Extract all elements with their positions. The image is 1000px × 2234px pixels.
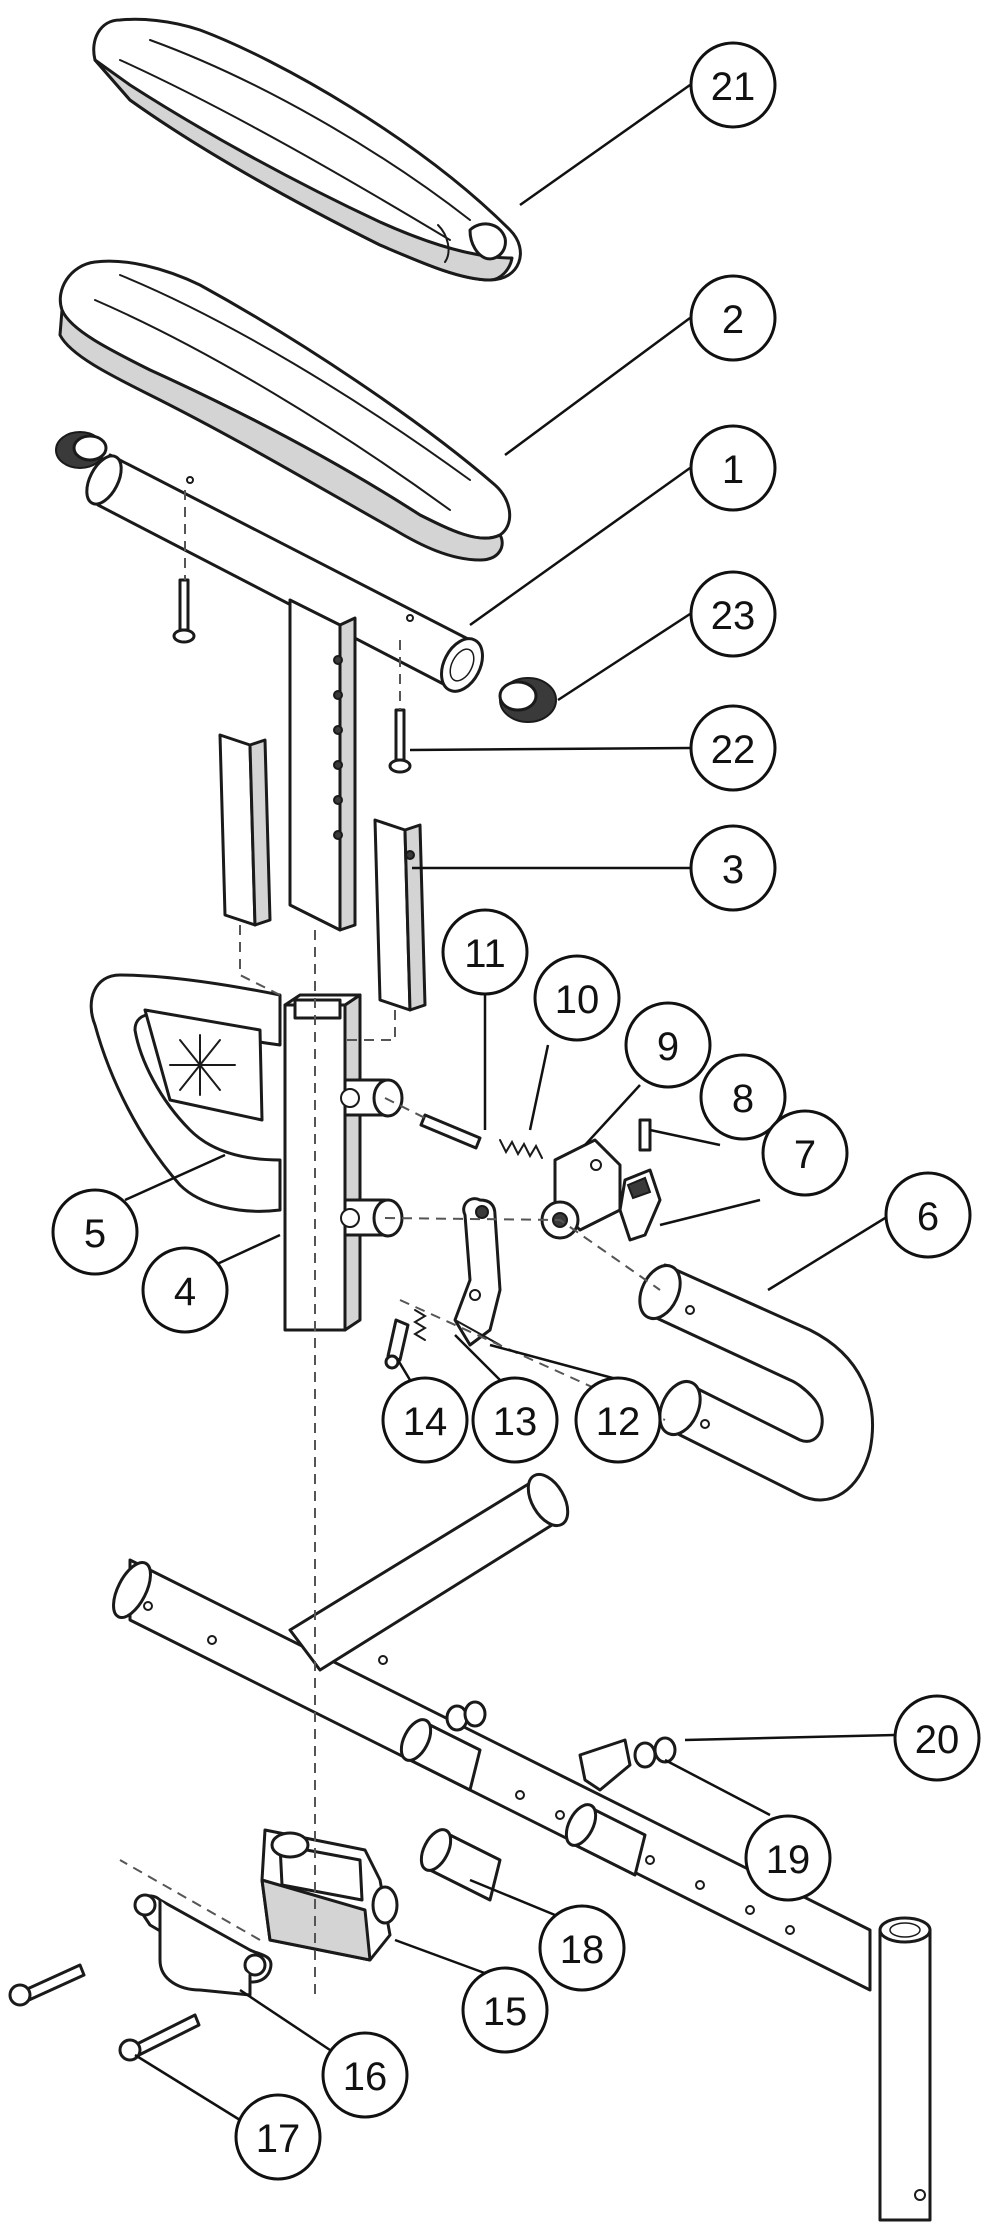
part-22-screws bbox=[172, 578, 412, 774]
part-12-lever bbox=[453, 1197, 502, 1347]
callout-20: 20 bbox=[893, 1694, 981, 1782]
callout-18-label: 18 bbox=[560, 1928, 605, 1972]
callout-13: 13 bbox=[471, 1376, 559, 1464]
callout-20-label: 20 bbox=[915, 1718, 960, 1762]
part-5-side-panel bbox=[89, 973, 282, 1213]
part-20-19-nuts-washers bbox=[445, 1700, 677, 1792]
callout-19: 19 bbox=[744, 1814, 832, 1902]
callout-16-label: 16 bbox=[343, 2055, 388, 2099]
callout-22-label: 22 bbox=[711, 728, 756, 772]
part-23-end-cap-right bbox=[498, 677, 557, 723]
callout-4-label: 4 bbox=[174, 1270, 196, 1314]
arm-post-insert bbox=[288, 598, 357, 932]
callout-10-label: 10 bbox=[555, 978, 600, 1022]
callout-21: 21 bbox=[689, 41, 777, 129]
part-11-pin bbox=[419, 1113, 482, 1150]
part-10-spring bbox=[499, 1139, 543, 1159]
part-9-lock-housing bbox=[540, 1138, 622, 1240]
callout-8: 8 bbox=[699, 1053, 787, 1141]
frame-cross-tube bbox=[288, 1472, 570, 1672]
callout-14-label: 14 bbox=[403, 1400, 448, 1444]
callout-17-label: 17 bbox=[256, 2117, 301, 2161]
callout-17: 17 bbox=[234, 2093, 322, 2181]
callout-9-label: 9 bbox=[657, 1025, 679, 1069]
callout-11-label: 11 bbox=[464, 932, 506, 976]
callout-5: 5 bbox=[51, 1188, 139, 1276]
part-6-u-tube bbox=[638, 1263, 874, 1502]
callout-3-label: 3 bbox=[722, 848, 744, 892]
part-14-pin bbox=[384, 1318, 410, 1370]
part-18-sleeves bbox=[399, 1718, 647, 1902]
part-15-socket-bracket bbox=[260, 1828, 399, 1962]
leader-lines bbox=[124, 83, 896, 2122]
part-21-armrest-cover bbox=[92, 17, 522, 282]
part-23-end-cap-left bbox=[55, 431, 108, 469]
callout-15: 15 bbox=[461, 1966, 549, 2054]
callout-3: 3 bbox=[689, 824, 777, 912]
callout-14: 14 bbox=[381, 1376, 469, 1464]
callout-11: 11 bbox=[441, 908, 529, 996]
callout-19-label: 19 bbox=[766, 1838, 811, 1882]
part-16-clamp bbox=[133, 1893, 273, 1997]
callout-4: 4 bbox=[141, 1246, 229, 1334]
callout-7-label: 7 bbox=[794, 1133, 816, 1177]
callout-1-label: 1 bbox=[722, 448, 744, 492]
callout-23-label: 23 bbox=[711, 594, 756, 638]
callout-22: 22 bbox=[689, 704, 777, 792]
callout-12-label: 12 bbox=[596, 1400, 641, 1444]
frame-vertical-post bbox=[878, 1916, 932, 2222]
callout-9: 9 bbox=[624, 1001, 712, 1089]
callout-7: 7 bbox=[761, 1109, 849, 1197]
callout-2-label: 2 bbox=[722, 298, 744, 342]
part-8-small-pin bbox=[638, 1118, 652, 1152]
callout-23: 23 bbox=[689, 570, 777, 658]
callout-16: 16 bbox=[321, 2031, 409, 2119]
part-13-spring bbox=[413, 1309, 427, 1341]
callout-15-label: 15 bbox=[483, 1990, 528, 2034]
frame-main-tube bbox=[112, 1558, 872, 1992]
callout-10: 10 bbox=[533, 954, 621, 1042]
part-2-armrest-pad bbox=[58, 259, 512, 562]
part-3-side-strips bbox=[218, 733, 427, 1012]
callout-5-label: 5 bbox=[84, 1212, 106, 1256]
callout-18: 18 bbox=[538, 1904, 626, 1992]
callout-6: 6 bbox=[884, 1171, 972, 1259]
callout-21-label: 21 bbox=[711, 65, 756, 109]
callout-1: 1 bbox=[689, 424, 777, 512]
part-4-receiver-block bbox=[283, 993, 404, 1332]
callout-6-label: 6 bbox=[917, 1195, 939, 1239]
callout-2: 2 bbox=[689, 274, 777, 362]
callout-12: 12 bbox=[574, 1376, 662, 1464]
callout-8-label: 8 bbox=[732, 1077, 754, 1121]
part-1-arm-tube bbox=[85, 453, 484, 693]
part-17-bolts bbox=[8, 1963, 201, 2062]
part-7-latch bbox=[618, 1168, 662, 1242]
callout-13-label: 13 bbox=[493, 1400, 538, 1444]
